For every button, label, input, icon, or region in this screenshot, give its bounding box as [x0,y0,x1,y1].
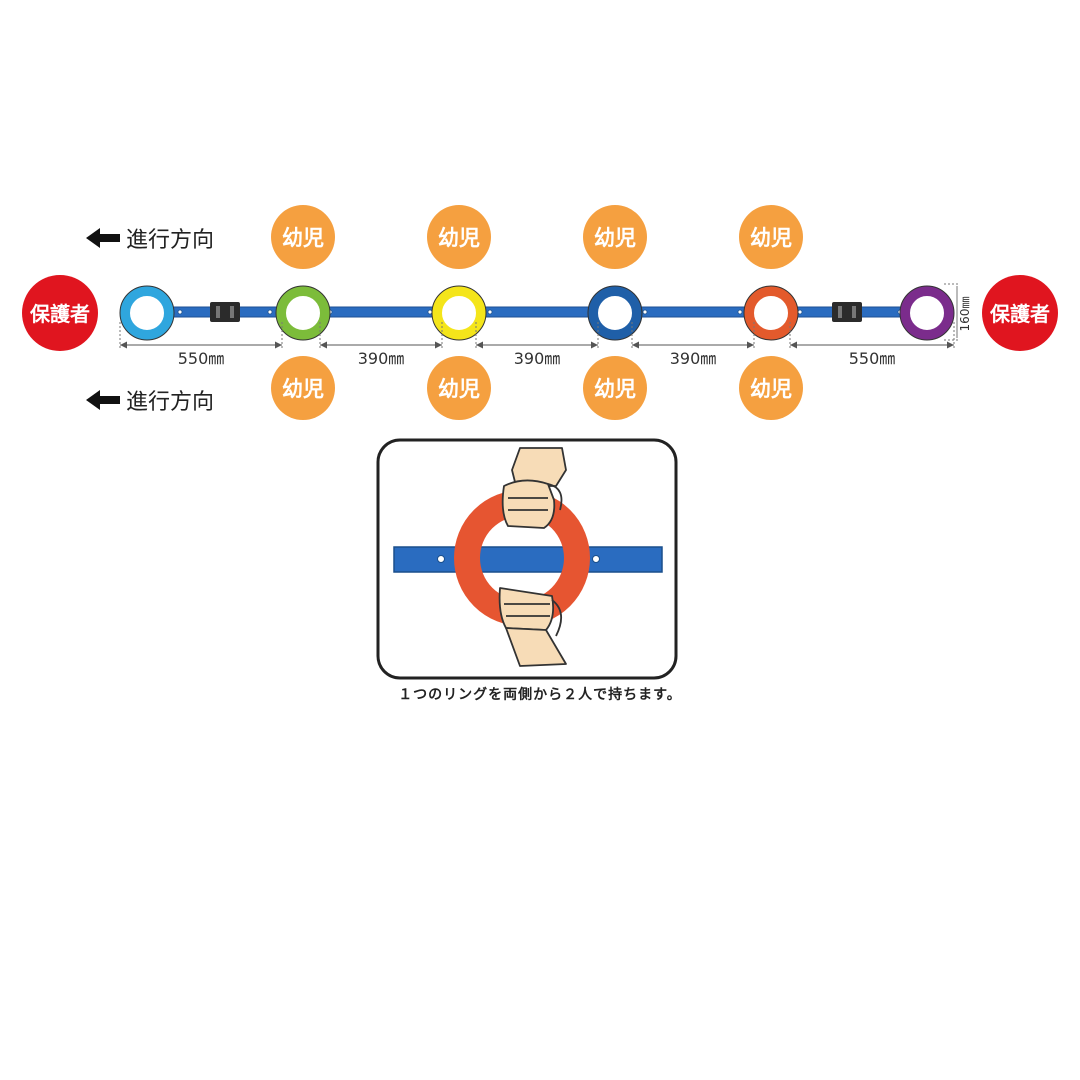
direction-label: 進行方向 [126,228,214,253]
guardian-right: 保護者 [982,275,1058,351]
child-marker: 幼児 [271,205,335,269]
ring-outline [743,285,799,341]
child-label: 幼児 [594,226,636,250]
inset-strap [393,546,663,573]
buckle-icon [210,302,240,322]
child-marker: 幼児 [427,205,491,269]
child-marker: 幼児 [739,205,803,269]
ring-outline [899,285,955,341]
guardian-label: 保護者 [29,302,90,326]
direction-label: 進行方向 [126,390,214,415]
child-label: 幼児 [750,226,792,250]
strap-rivet [487,309,493,315]
strap-rivet [642,309,648,315]
arrow-left-icon [86,390,120,410]
ring [900,286,954,340]
child-marker: 幼児 [739,356,803,420]
ring-outline [119,285,175,341]
ring-outline [587,285,643,341]
child-label: 幼児 [282,226,324,250]
hand-icon [498,587,567,667]
guardian-label: 保護者 [989,302,1050,326]
direction-bottom: 進行方向 [86,390,214,415]
child-label: 幼児 [594,377,636,401]
child-marker: 幼児 [271,356,335,420]
ring [276,286,330,340]
spacing-label: 390㎜ [358,349,405,368]
inset-illustration [376,438,678,680]
arrow-left-icon [86,228,120,248]
direction-top: 進行方向 [86,228,214,253]
buckle-icon [832,302,862,322]
dimension-lines: 550㎜ 390㎜ 390㎜ 390㎜ 550㎜ [119,322,955,368]
child-label: 幼児 [438,377,480,401]
child-marker: 幼児 [583,356,647,420]
child-label: 幼児 [438,226,480,250]
height-label: 160㎜ [958,297,972,332]
guardian-left: 保護者 [22,275,98,351]
ring-outline [275,285,331,341]
child-marker: 幼児 [427,356,491,420]
ring [744,286,798,340]
ring [120,286,174,340]
strap-rivet [797,309,803,315]
child-label: 幼児 [750,377,792,401]
caption: １つのリングを両側から２人で持ちます。 [398,687,682,703]
strap-rivet [737,309,743,315]
strap-rivet [267,309,273,315]
spacing-label: 390㎜ [514,349,561,368]
height-dimension: 160㎜ [944,283,972,341]
ring-outline [431,285,487,341]
child-label: 幼児 [282,377,324,401]
strap-rivet [427,309,433,315]
ring [588,286,642,340]
spacing-label: 550㎜ [849,349,896,368]
strap-rivet [177,309,183,315]
hand-icon [501,447,567,529]
spacing-label: 550㎜ [178,349,225,368]
ring [432,286,486,340]
spacing-label: 390㎜ [670,349,717,368]
child-marker: 幼児 [583,205,647,269]
